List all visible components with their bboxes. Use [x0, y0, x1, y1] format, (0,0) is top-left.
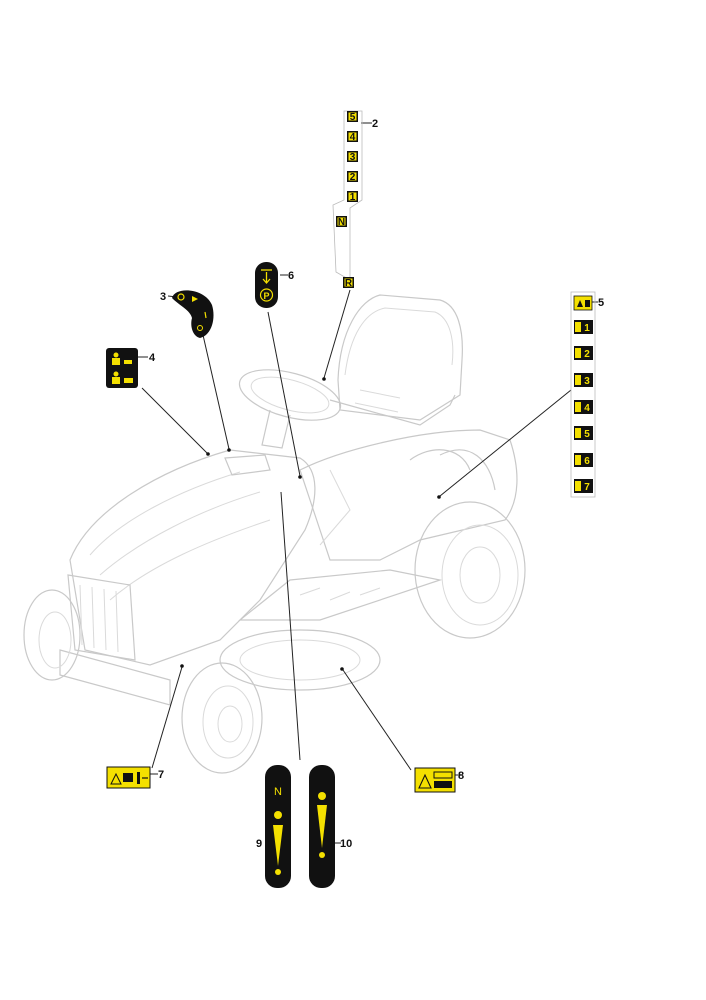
turtle-icon [197, 325, 203, 331]
gear-3-label: 3 [347, 151, 358, 163]
svg-text:1: 1 [350, 192, 356, 203]
height-6-label: 6 [574, 453, 593, 467]
tractor-outline [23, 294, 526, 774]
gear-5-label: 5 [347, 111, 358, 123]
decal-warning-strip-8 [414, 767, 456, 793]
operator-warning-icon [112, 352, 133, 384]
svg-text:4: 4 [350, 132, 356, 143]
callout-10: 10 [340, 838, 352, 850]
rabbit-icon-9 [274, 811, 282, 819]
person-icon [137, 772, 140, 784]
speed-mark-icon [204, 311, 207, 319]
decal-throttle-arc [172, 290, 214, 338]
height-5-label: 5 [574, 426, 593, 440]
svg-text:1: 1 [584, 323, 590, 334]
decal-gear-strip: 5 4 3 2 1 N R [332, 110, 363, 289]
parking-p-icon: P [259, 288, 274, 302]
turtle-icon-9 [275, 869, 281, 875]
machine-icon [434, 781, 452, 788]
decal-warning-strip-7 [106, 766, 151, 789]
decal-safety-square [106, 348, 138, 388]
manual-book-icon [433, 771, 453, 779]
svg-text:4: 4 [584, 403, 590, 414]
svg-text:P: P [263, 291, 269, 301]
svg-text:R: R [345, 278, 353, 289]
svg-text:7: 7 [584, 482, 590, 493]
svg-text:5: 5 [350, 112, 356, 123]
height-1-label: 1 [574, 320, 593, 334]
gear-r-label: R [343, 277, 354, 289]
callout-6: 6 [288, 270, 294, 282]
gear-4-label: 4 [347, 131, 358, 143]
height-4-label: 4 [574, 400, 593, 414]
height-2-label: 2 [574, 346, 593, 360]
speed-wedge-icon-9 [273, 825, 283, 866]
gear-n-label: N [336, 216, 347, 228]
svg-text:5: 5 [584, 429, 590, 440]
mower-hazard-icon [123, 773, 133, 782]
height-3-label: 3 [574, 373, 593, 387]
svg-text:3: 3 [350, 152, 356, 163]
decal-cut-height-strip: 1 2 3 4 5 6 7 [570, 291, 596, 498]
hazard-triangle-icon [110, 772, 122, 785]
cut-height-header-icon [573, 295, 593, 311]
callout-3: 3 [160, 291, 166, 303]
svg-text:2: 2 [584, 349, 590, 360]
svg-text:6: 6 [584, 456, 590, 467]
turtle-icon-10 [319, 852, 325, 858]
callout-7: 7 [158, 769, 164, 781]
brake-arrow-icon [261, 269, 272, 284]
leader-lines [137, 122, 598, 844]
callout-9: 9 [256, 838, 262, 850]
choke-icon [177, 293, 185, 301]
hazard-triangle-icon-8 [418, 773, 432, 789]
rabbit-icon-10 [318, 792, 326, 800]
callout-2: 2 [372, 118, 378, 130]
height-7-label: 7 [574, 479, 593, 493]
callout-4: 4 [149, 352, 156, 364]
callout-5: 5 [598, 297, 604, 309]
svg-text:N: N [338, 217, 345, 228]
rabbit-icon [192, 296, 198, 302]
decal-tall-strip-9: N [265, 765, 291, 888]
neutral-n-icon: N [274, 786, 282, 798]
speed-wedge-icon-10 [317, 805, 327, 848]
gear-2-label: 2 [347, 171, 358, 183]
callout-numbers: 2 3 4 5 6 7 8 9 10 [149, 118, 604, 850]
svg-text:3: 3 [584, 376, 590, 387]
gear-1-label: 1 [347, 191, 358, 203]
decal-tall-strip-10 [309, 765, 335, 888]
callout-8: 8 [458, 770, 464, 782]
svg-text:2: 2 [350, 172, 356, 183]
decal-parking-brake: P [255, 262, 278, 308]
